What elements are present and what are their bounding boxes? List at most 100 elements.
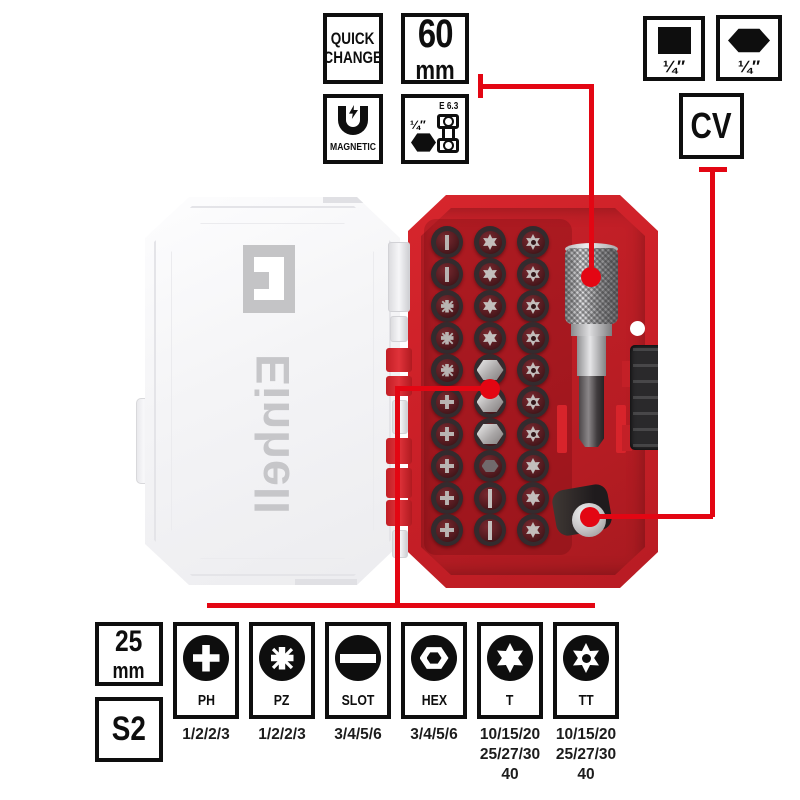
- cv-label: CV: [690, 105, 732, 146]
- bit-torx: [474, 322, 506, 354]
- ph-code: PH: [197, 692, 215, 709]
- bit-length-60-badge: 60 mm: [401, 12, 469, 85]
- pz-code: PZ: [274, 692, 290, 709]
- hex-drive-icon: [728, 28, 770, 53]
- callout-line-cv-v: [710, 167, 715, 517]
- hex-code: HEX: [421, 692, 447, 709]
- square-drive-icon: [657, 27, 691, 54]
- bit-ph: [431, 418, 463, 450]
- cv-steel-badge: CV: [679, 93, 744, 159]
- hinge-clasp: [388, 242, 410, 312]
- case-lid: Einhell: [145, 197, 400, 585]
- bit-tt: [517, 386, 549, 418]
- hinge-knuckle: [386, 348, 412, 372]
- lid-top-tab: [323, 197, 375, 203]
- pz-sizes: 1/2/2/3: [258, 726, 306, 743]
- bit-torx: [474, 290, 506, 322]
- adapter-badge: E 6.3 ¼″: [401, 94, 469, 164]
- bit-length-25-badge: 25 mm: [95, 622, 163, 686]
- bit-torx: [517, 450, 549, 482]
- bit-length-unit: mm: [415, 54, 455, 85]
- belt-clip-mount: [622, 425, 632, 451]
- magnet-icon: [335, 105, 371, 138]
- bit-pz: [431, 354, 463, 386]
- pozidriv-icon: [259, 635, 305, 681]
- callout-dot-bits: [480, 379, 500, 399]
- bit-torx: [474, 258, 506, 290]
- magnetic-badge: MAGNETIC: [323, 94, 383, 164]
- t-sizes: 10/15/20 25/27/30 40: [479, 726, 541, 783]
- torx-icon: [487, 635, 533, 681]
- lid-bottom-tab: [295, 579, 357, 585]
- bit-torx: [517, 482, 549, 514]
- belt-clip: [630, 345, 658, 450]
- lightning-icon: [349, 105, 358, 119]
- bit-torx: [474, 226, 506, 258]
- bit-hex-dark: [474, 450, 506, 482]
- bit-tt: [517, 258, 549, 290]
- adapter-standard: E 6.3: [438, 101, 458, 112]
- quick-change-line1: QUICK: [331, 29, 375, 48]
- bit-case: [408, 195, 658, 588]
- bit-pz: [431, 322, 463, 354]
- callout-dot-socket-adapter: [580, 507, 600, 527]
- bit-hex-silver: [474, 418, 506, 450]
- hex-drive-size: ¼″: [737, 57, 761, 76]
- case-hole: [630, 321, 645, 336]
- bit-pz: [431, 290, 463, 322]
- bit-holder-hex-shank: [579, 376, 604, 447]
- bit-length25-value: 25: [115, 624, 143, 658]
- callout-line-bits-underline: [207, 603, 595, 608]
- hex-socket-icon: [411, 635, 457, 681]
- bit-tt: [517, 354, 549, 386]
- bit-type-badge-hex: HEX: [401, 622, 467, 719]
- tt-sizes: 10/15/20 25/27/30 40: [555, 726, 617, 783]
- bit-ph: [431, 514, 463, 546]
- square-drive-size: ¼″: [662, 57, 686, 76]
- belt-clip-mount: [622, 361, 632, 387]
- bit-coupler-icon: [437, 114, 459, 161]
- s2-steel-badge: S2: [95, 697, 163, 762]
- bit-holder-shaft: [577, 336, 606, 376]
- bit-torx: [517, 514, 549, 546]
- square-drive-badge: ¼″: [643, 16, 705, 81]
- bit-type-badge-t: T: [477, 622, 543, 719]
- hinge-part: [390, 316, 408, 342]
- bit-ph: [431, 386, 463, 418]
- bit-tt: [517, 322, 549, 354]
- bit-ph: [431, 450, 463, 482]
- bit-slot-tall: [474, 514, 506, 546]
- callout-dot-bit-holder: [581, 267, 601, 287]
- bit-length25-unit: mm: [112, 657, 146, 683]
- holder-clip: [616, 405, 626, 453]
- bit-tt: [517, 418, 549, 450]
- torx-tamper-icon: [563, 635, 609, 681]
- hex-shank-icon: [411, 133, 436, 152]
- bit-tt: [517, 226, 549, 258]
- callout-line-bits-v: [395, 386, 400, 608]
- quick-change-badge: QUICK CHANGE: [323, 13, 383, 84]
- holder-clip: [557, 405, 567, 453]
- callout-line-cv-h: [590, 514, 713, 519]
- bit-type-badge-ph: PH: [173, 622, 239, 719]
- brand-name-vertical: Einhell: [246, 353, 300, 515]
- hex-sizes: 3/4/5/6: [410, 726, 458, 743]
- hex-drive-badge: ¼″: [716, 15, 782, 81]
- bit-slot: [431, 226, 463, 258]
- bit-type-badge-slot: SLOT: [325, 622, 391, 719]
- magnetic-label: MAGNETIC: [330, 141, 376, 153]
- brand-logo: [243, 245, 295, 313]
- tt-code: TT: [578, 692, 594, 709]
- t-code: T: [506, 692, 514, 709]
- callout-line-bits-h: [397, 386, 490, 391]
- phillips-icon: [183, 635, 229, 681]
- adapter-drive-size: ¼″: [410, 118, 426, 132]
- bit-type-badge-tt: TT: [553, 622, 619, 719]
- bit-slot: [431, 258, 463, 290]
- bit-holder-ring: [571, 324, 612, 336]
- ph-sizes: 1/2/2/3: [182, 726, 230, 743]
- bit-type-badge-pz: PZ: [249, 622, 315, 719]
- slot-sizes: 3/4/5/6: [334, 726, 382, 743]
- bit-ph: [431, 482, 463, 514]
- lid-panel-outline: [171, 223, 374, 559]
